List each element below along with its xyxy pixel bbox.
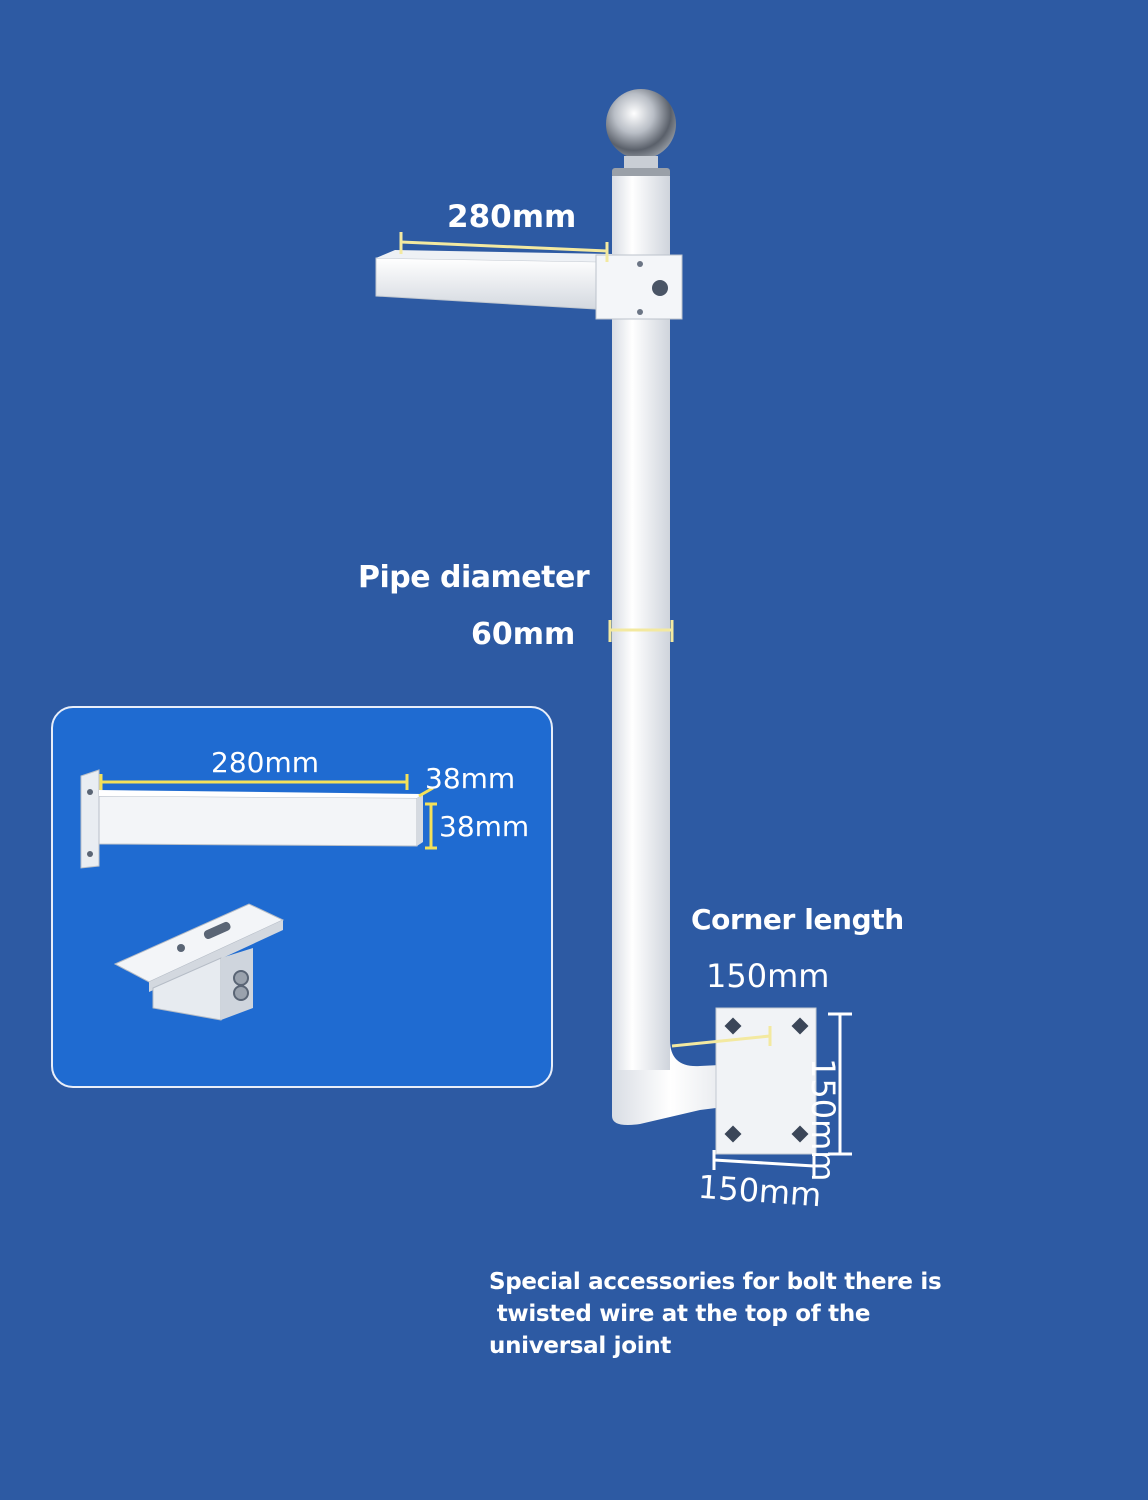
pipe-diameter-value: 60mm [471,617,576,652]
ball-cap [606,89,676,178]
inset-depth-marker [418,786,434,798]
inset-arm [80,769,423,869]
top-arm-dimension-line [399,232,609,262]
inset-depth-label: 38mm [439,810,530,843]
arm-detail-inset: 280mm 38mm 38mm [51,706,553,1088]
inset-illustration [80,769,437,1021]
pipe-diameter-title: Pipe diameter [358,560,590,595]
plate-height-label: 150mm [804,1058,842,1182]
inset-height-label: 38mm [425,762,516,795]
inset-height-marker [425,802,437,850]
accessory-note: Special accessories for bolt there is tw… [489,1266,949,1362]
pipe-diameter-marker [608,620,674,642]
inset-length-label: 280mm [211,746,319,779]
corner-length-value: 150mm [706,957,830,995]
universal-joint-bracket [113,903,285,1021]
corner-length-title: Corner length [691,903,904,936]
top-arm [375,250,683,320]
wall-plate [715,1007,817,1155]
accessory-note-line-3: universal joint [489,1333,672,1359]
vertical-pipe [612,176,670,1116]
plate-width-marker [712,1150,816,1176]
corner-length-marker [671,1026,772,1048]
top-arm-length-label: 280mm [447,199,577,235]
plate-height-marker [828,1012,852,1156]
inset-length-marker [99,774,409,790]
accessory-note-line-1: Special accessories for bolt there is [489,1269,942,1295]
accessory-note-line-2: twisted wire at the top of the [489,1301,871,1327]
